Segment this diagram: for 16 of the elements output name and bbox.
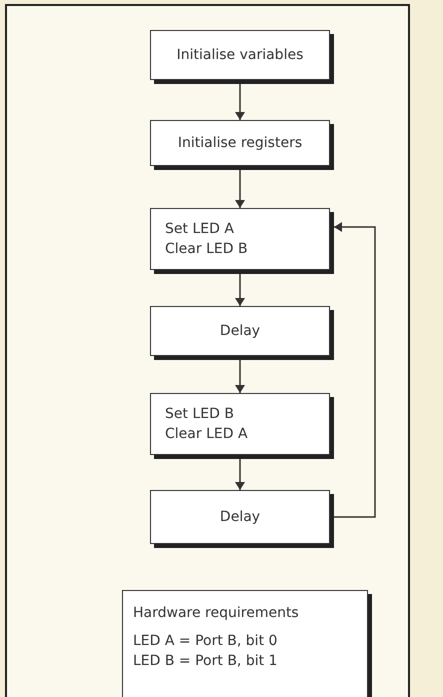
step-text: Set LED B xyxy=(165,405,235,424)
arrow xyxy=(235,274,245,306)
note-line: LED B = Port B, bit 1 xyxy=(133,652,278,671)
step-text: Initialise registers xyxy=(178,134,302,153)
arrow xyxy=(334,222,376,518)
step-text: Clear LED A xyxy=(165,425,249,444)
arrow xyxy=(235,170,245,208)
step-text: Initialise variables xyxy=(176,46,304,65)
step-text: Delay xyxy=(220,322,260,341)
note-line: LED A = Port B, bit 0 xyxy=(133,632,278,651)
step-text: Set LED A xyxy=(165,220,235,239)
arrow xyxy=(235,459,245,490)
step-text: Delay xyxy=(220,508,260,527)
step-text: Clear LED B xyxy=(165,240,249,259)
arrow xyxy=(235,360,245,393)
note-heading: Hardware requirements xyxy=(133,604,300,623)
